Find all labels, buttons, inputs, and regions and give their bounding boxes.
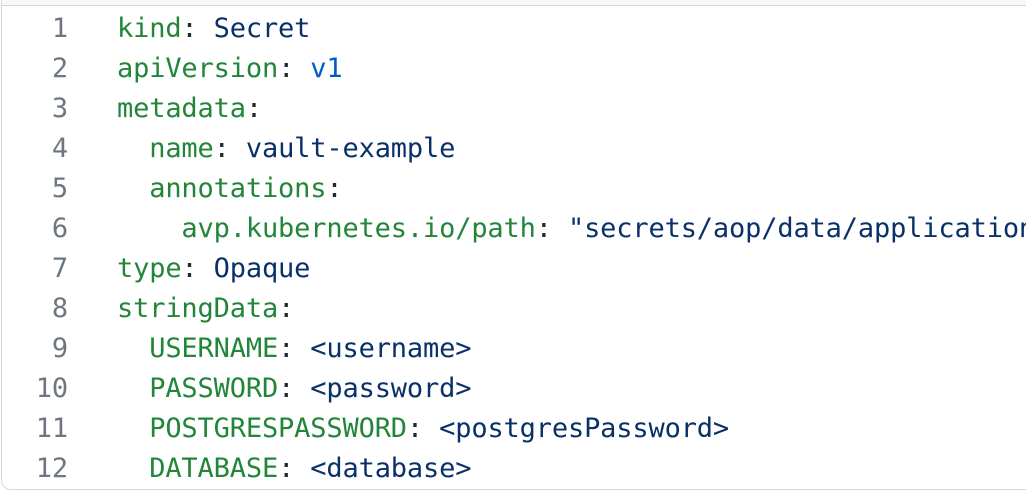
line-code: PASSWORD: <password>: [68, 369, 471, 409]
line-number: 4: [51, 133, 68, 164]
code-token-punc: :: [326, 173, 343, 204]
code-token-value: <password>: [310, 373, 472, 404]
line-number: 6: [51, 213, 68, 244]
line-number: 1: [51, 13, 68, 44]
line-number: 2: [51, 53, 68, 84]
code-block-header: [2, 0, 1026, 6]
code-token-plain: [117, 413, 149, 444]
code-token-value: <database>: [310, 453, 472, 484]
code-token-punc: :: [213, 133, 230, 164]
code-token-plain: [117, 133, 149, 164]
line-number: 3: [51, 93, 68, 124]
code-token-plain: [117, 333, 149, 364]
code-token-plain: [230, 133, 246, 164]
code-token-string: "secrets/aop/data/application": [567, 213, 1026, 244]
code-token-key: POSTGRESPASSWORD: [149, 413, 407, 444]
code-token-punc: :: [278, 453, 295, 484]
code-token-key: stringData: [117, 293, 279, 324]
code-token-key: DATABASE: [149, 453, 279, 484]
line-code: POSTGRESPASSWORD: <postgresPassword>: [68, 409, 729, 449]
code-token-key: name: [149, 133, 214, 164]
code-token-punc: :: [535, 213, 552, 244]
code-token-plain: [552, 213, 568, 244]
code-token-key: apiVersion: [117, 53, 279, 84]
line-number: 12: [35, 453, 68, 484]
code-token-plain: [198, 13, 214, 44]
code-token-punc: :: [245, 93, 262, 124]
code-token-value: <username>: [310, 333, 472, 364]
line-number: 10: [35, 373, 68, 404]
code-token-key: avp.kubernetes.io/path: [181, 213, 536, 244]
line-number: 7: [51, 253, 68, 284]
code-token-plain: [294, 373, 310, 404]
code-token-plain: [294, 453, 310, 484]
line-code: avp.kubernetes.io/path: "secrets/aop/dat…: [68, 209, 1026, 249]
code-token-plain: [294, 333, 310, 364]
code-line: 4 name: vault-example: [2, 129, 1026, 169]
line-code: DATABASE: <database>: [68, 449, 471, 489]
line-number: 8: [51, 293, 68, 324]
line-number: 11: [35, 413, 68, 444]
code-token-punc: :: [278, 293, 295, 324]
code-token-key: type: [117, 253, 182, 284]
line-number: 9: [51, 333, 68, 364]
code-line: 9 USERNAME: <username>: [2, 329, 1026, 369]
code-token-punc: :: [278, 53, 295, 84]
line-code: stringData:: [68, 289, 294, 329]
code-token-punc: :: [181, 253, 198, 284]
line-code: annotations:: [68, 169, 343, 209]
code-line: 10 PASSWORD: <password>: [2, 369, 1026, 409]
code-token-plain: [117, 453, 149, 484]
code-token-plain: [117, 373, 149, 404]
code-token-value: <postgresPassword>: [439, 413, 730, 444]
code-token-key: PASSWORD: [149, 373, 279, 404]
code-token-value: Opaque: [213, 253, 311, 284]
code-token-const: v1: [310, 53, 343, 84]
line-code: apiVersion: v1: [68, 49, 343, 89]
code-token-punc: :: [181, 13, 198, 44]
code-line: 5 annotations:: [2, 169, 1026, 209]
line-code: metadata:: [68, 89, 262, 129]
code-token-key: annotations: [149, 173, 327, 204]
code-token-plain: [117, 213, 181, 244]
code-token-plain: [423, 413, 439, 444]
code-token-value: Secret: [213, 13, 311, 44]
line-code: kind: Secret: [68, 9, 310, 49]
code-token-plain: [294, 53, 310, 84]
code-token-key: kind: [117, 13, 182, 44]
code-token-plain: [117, 173, 149, 204]
code-line: 11 POSTGRESPASSWORD: <postgresPassword>: [2, 409, 1026, 449]
code-token-value: vault-example: [245, 133, 456, 164]
line-code: name: vault-example: [68, 129, 455, 169]
code-token-key: metadata: [117, 93, 246, 124]
line-code: type: Opaque: [68, 249, 310, 289]
code-token-key: USERNAME: [149, 333, 279, 364]
code-token-plain: [198, 253, 214, 284]
code-token-punc: :: [278, 373, 295, 404]
code-token-punc: :: [278, 333, 295, 364]
line-code: USERNAME: <username>: [68, 329, 471, 369]
code-token-punc: :: [406, 413, 424, 444]
line-number: 5: [51, 173, 68, 204]
code-line: 6 avp.kubernetes.io/path: "secrets/aop/d…: [2, 209, 1026, 249]
code-line: 12 DATABASE: <database>: [2, 449, 1026, 489]
